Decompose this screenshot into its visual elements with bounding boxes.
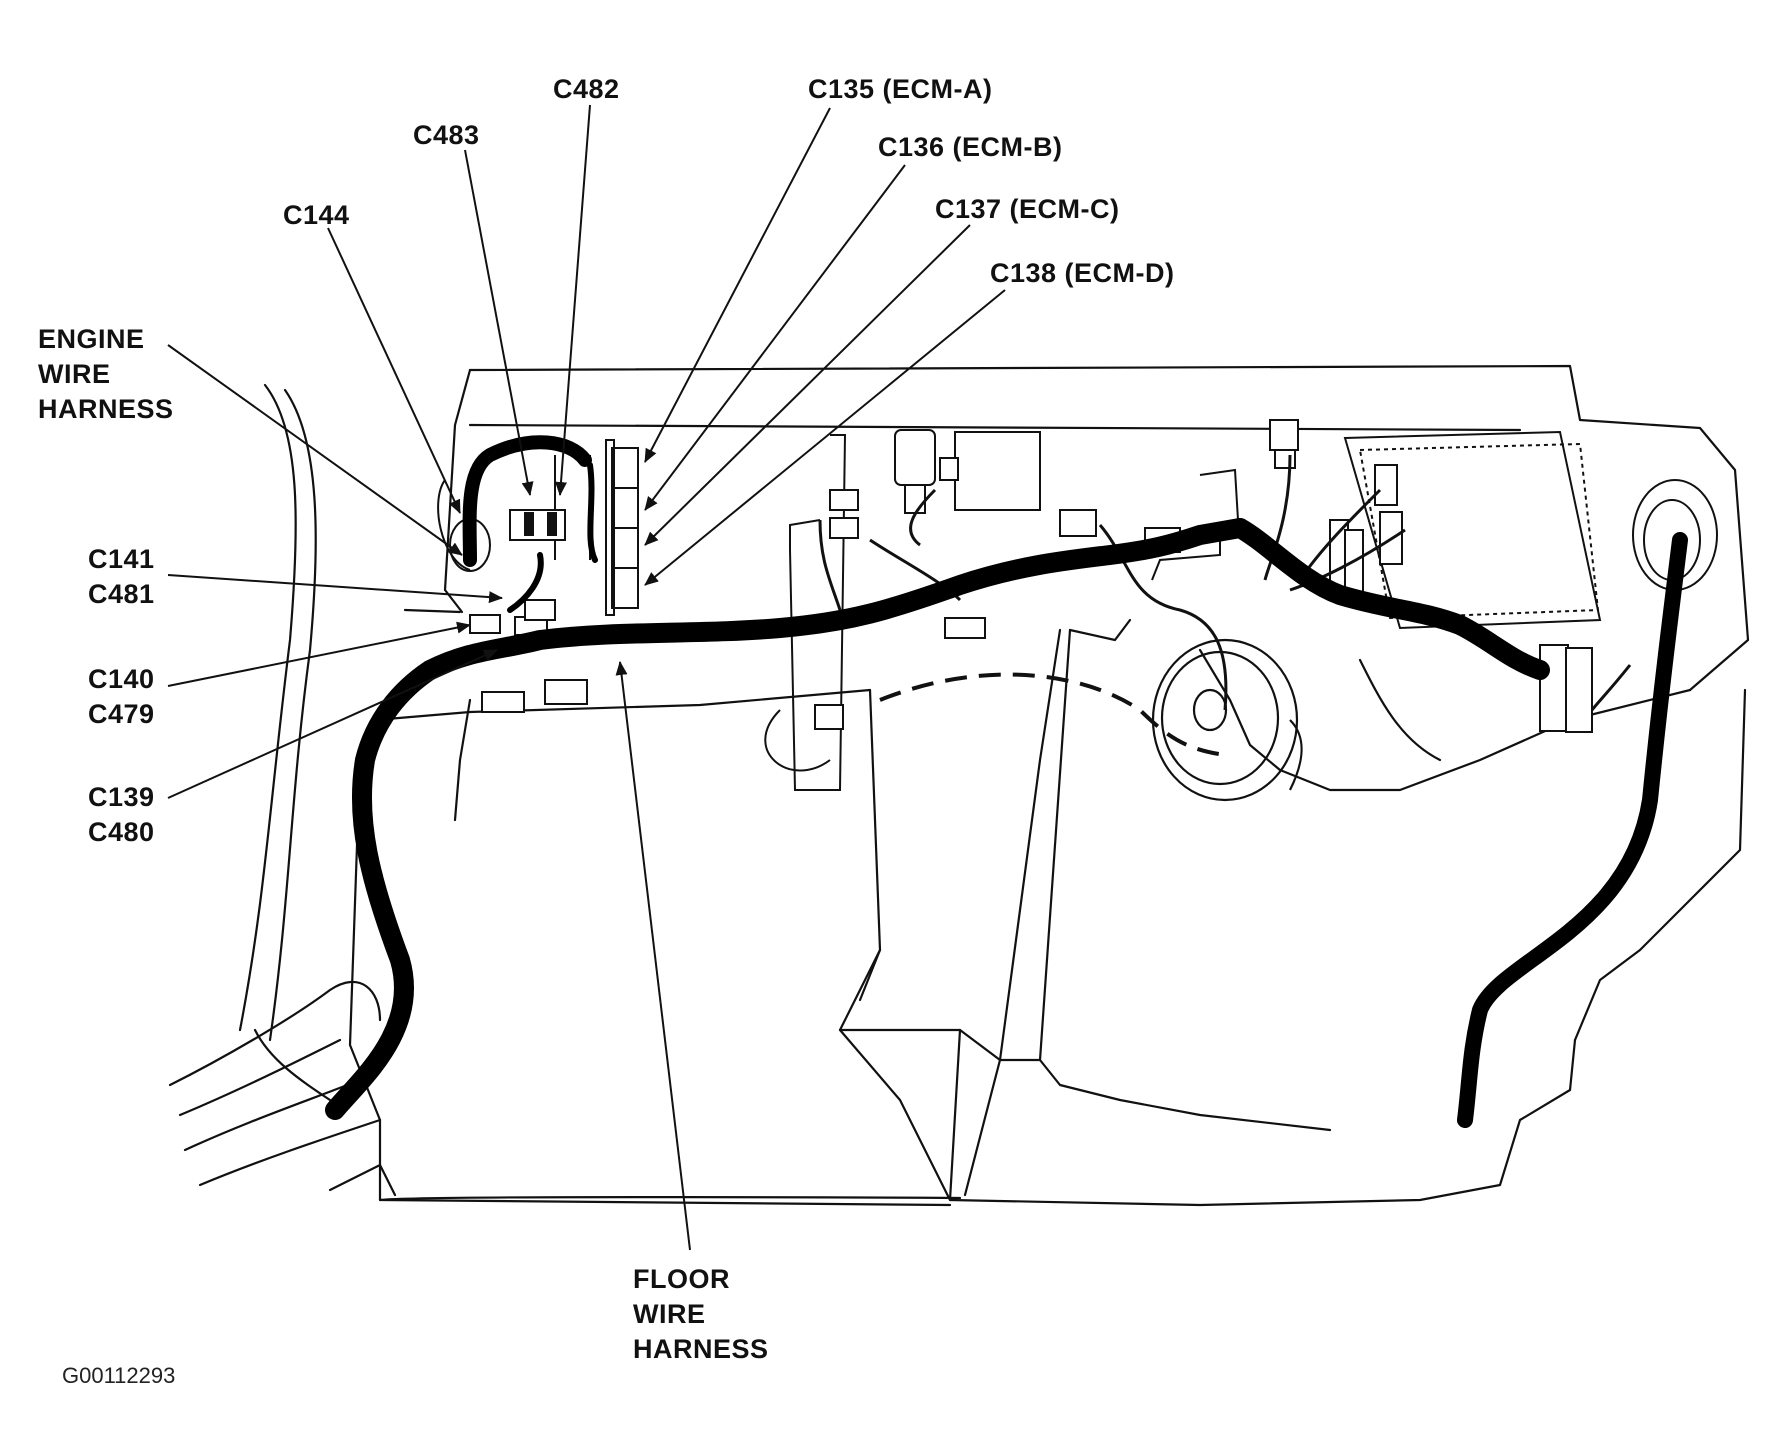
label-c483: C483 (413, 120, 480, 150)
leader-engine-harness (167, 344, 463, 556)
label-floor-wire-harness: FLOOR WIRE HARNESS (633, 1262, 769, 1367)
label-c136: C136 (ECM-B) (878, 132, 1063, 162)
leader-c482 (555, 104, 591, 496)
label-c144: C144 (283, 200, 350, 230)
engine-harness-line-3: HARNESS (38, 394, 174, 424)
label-engine-wire-harness: ENGINE WIRE HARNESS (38, 322, 174, 427)
ecm-connector-block (605, 439, 639, 616)
label-c482: C482 (553, 74, 620, 104)
speaker-opening (1151, 638, 1303, 802)
leader-c483 (464, 149, 534, 496)
c479-text: C479 (88, 699, 155, 729)
leader-floor-harness (615, 661, 691, 1251)
label-c137: C137 (ECM-C) (935, 194, 1120, 224)
c481-text: C481 (88, 579, 155, 609)
engine-harness-line-2: WIRE (38, 359, 111, 389)
leader-c135 (644, 107, 831, 463)
c480-text: C480 (88, 817, 155, 847)
leader-c138 (644, 289, 1006, 586)
floor-harness-line-1: FLOOR (633, 1264, 730, 1294)
small-connectors-left (469, 509, 1181, 713)
floor-harness-line-2: WIRE (633, 1299, 706, 1329)
floor-harness-line-3: HARNESS (633, 1334, 769, 1364)
floor-wire-harness (325, 518, 1688, 1128)
figure-id: G00112293 (62, 1363, 176, 1388)
engine-harness-line-1: ENGINE (38, 324, 145, 354)
engine-wire-harness (462, 435, 598, 613)
vertical-bracket (764, 434, 859, 791)
c140-text: C140 (88, 664, 155, 694)
label-c135: C135 (ECM-A) (808, 74, 993, 104)
leader-lines (167, 104, 1006, 1251)
c141-text: C141 (88, 544, 155, 574)
leader-c136 (644, 164, 906, 511)
leader-c139-c480 (167, 649, 498, 799)
c139-text: C139 (88, 782, 155, 812)
leader-c137 (644, 224, 971, 546)
label-c141-c481: C141 C481 (88, 542, 155, 612)
leader-c141-c481 (167, 574, 503, 604)
dashed-wire (879, 672, 1226, 757)
leader-c144 (327, 227, 461, 514)
relay-components (894, 419, 1299, 514)
label-c140-c479: C140 C479 (88, 662, 155, 732)
label-c139-c480: C139 C480 (88, 780, 155, 850)
leader-c140-c479 (167, 621, 471, 687)
label-c138: C138 (ECM-D) (990, 258, 1175, 288)
